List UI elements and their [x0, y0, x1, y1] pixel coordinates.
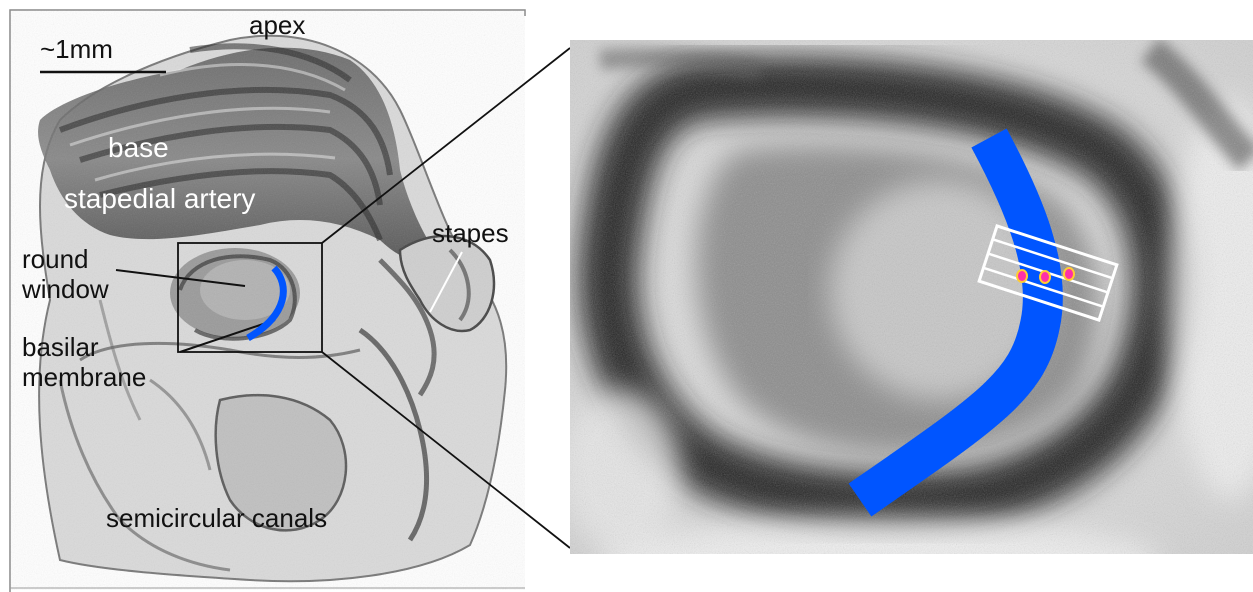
marker-point — [1064, 268, 1074, 280]
marker-point — [1040, 271, 1050, 283]
basilar-membrane-label-1: basilar — [22, 332, 99, 362]
stapes-label: stapes — [432, 218, 509, 248]
base-label: base — [108, 132, 169, 163]
round-window-label-1: round — [22, 244, 89, 274]
scale-label: ~1mm — [40, 34, 113, 64]
round-window-label-2: window — [21, 274, 109, 304]
basilar-membrane-label-2: membrane — [22, 362, 146, 392]
left-panel: ~1mm apex base stapedial artery stapes r… — [10, 10, 525, 592]
right-panel — [560, 40, 1253, 592]
semicircular-canals-label: semicircular canals — [106, 503, 327, 533]
apex-label: apex — [249, 10, 305, 40]
marker-point — [1017, 270, 1027, 282]
stapedial-artery-label: stapedial artery — [64, 183, 255, 214]
